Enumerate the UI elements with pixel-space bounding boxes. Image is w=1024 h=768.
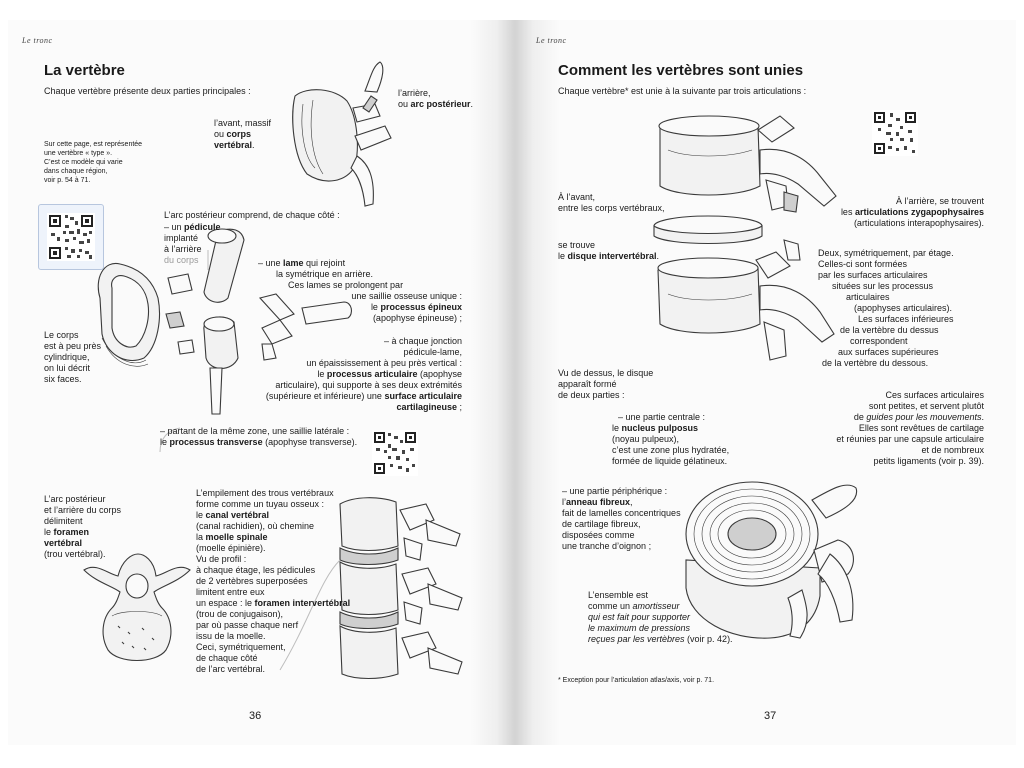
side-note-line: voir p. 54 à 71. (44, 177, 91, 184)
label-avant-corps: À l’avant, entre les corps vertébraux, (558, 192, 665, 213)
text-amortisseur: L’ensemble est comme un amortisseur qui … (588, 590, 733, 644)
qr-code[interactable] (372, 430, 418, 476)
spine-side-view (339, 497, 463, 680)
side-note-line: une vertèbre « type ». (44, 150, 113, 157)
corps-note: Le corps est à peu près cylindrique, on … (44, 330, 101, 385)
zyg-line: situées sur les processus (832, 281, 934, 291)
label-processus-articulaire: – à chaque jonction pédicule-lame, un ép… (265, 336, 462, 412)
book-gutter (470, 20, 560, 745)
vertebra-exploded-illustration (97, 228, 353, 415)
label-articulations-zygapophysaires: À l’arrière, se trouvent les articulatio… (840, 196, 984, 228)
label-lame: – une lame qui rejoint la symétrique en … (258, 258, 404, 290)
qr-code-icon (372, 430, 418, 476)
corps-note-line: Le corps (44, 330, 79, 340)
page-title-right: Comment les vertèbres sont unies (558, 62, 804, 79)
zygapophysaires-description: Deux, symétriquement, par étage. Celles-… (818, 248, 988, 369)
book-spread (8, 20, 1016, 745)
arc-intro: L’arc postérieur comprend, de chaque côt… (164, 210, 340, 220)
vertebra-illustration-top (292, 61, 392, 207)
qr-code-icon (47, 213, 95, 261)
zyg-line: articulaires (846, 292, 890, 302)
text-vu-de-dessus: Vu de dessus, le disque apparaît formé d… (558, 368, 654, 400)
corps-note-line: six faces. (44, 374, 82, 384)
page-number-right: 37 (764, 710, 777, 722)
zyg-line: de la vertèbre du dessous. (822, 358, 929, 368)
vertebrae-joint-illustration (653, 115, 837, 361)
zyg-line: (apophyses articulaires). (854, 303, 953, 313)
side-note-line: C’est ce modèle qui varie (44, 159, 123, 166)
running-head-left: Le tronc (22, 36, 53, 45)
zyg-line: de la vertèbre du dessus (840, 325, 939, 335)
page-number-left: 36 (249, 710, 262, 722)
label-processus-epineux: une saillie osseuse unique : le processu… (351, 291, 462, 323)
zyg-line: par les surfaces articulaires (818, 270, 928, 280)
text-canal-vertebral: L’empilement des trous vertébraux forme … (196, 488, 351, 674)
zyg-line: correspondent (850, 336, 908, 346)
zyg-line: aux surfaces supérieures (838, 347, 939, 357)
intro-right: Chaque vertèbre* est unie à la suivante … (558, 86, 807, 96)
vertebra-top-view (83, 553, 191, 661)
page-title-left: La vertèbre (44, 62, 125, 79)
leader-lines-left (159, 250, 341, 671)
qr-code[interactable] (872, 110, 918, 156)
corps-note-line: est à peu près (44, 341, 102, 351)
label-arc-posterieur: l’arrière, ou arc postérieur. (398, 88, 474, 109)
corps-note-line: on lui décrit (44, 363, 91, 373)
text-surfaces-articulaires: Ces surfaces articulaires sont petites, … (836, 390, 984, 466)
footnote: * Exception pour l’articulation atlas/ax… (558, 677, 715, 684)
corps-note-line: cylindrique, (44, 352, 90, 362)
zyg-line: Les surfaces inférieures (858, 314, 954, 324)
side-note: Sur cette page, est représentée une vert… (44, 140, 142, 185)
label-nucleus-pulposus: – une partie centrale : le nucleus pulpo… (612, 412, 730, 466)
qr-code-icon (872, 110, 918, 156)
zyg-line: Deux, symétriquement, par étage. (818, 248, 954, 258)
label-anneau-fibreux: – une partie périphérique : l’anneau fib… (562, 486, 681, 551)
zyg-line: Celles-ci sont formées (818, 259, 908, 269)
disc-top-view-illustration (685, 481, 858, 639)
intro-left: Chaque vertèbre présente deux parties pr… (44, 86, 251, 96)
side-note-line: Sur cette page, est représentée (44, 141, 143, 148)
side-note-line: dans chaque région, (44, 168, 108, 175)
label-pedicule: – un pédicule implanté à l’arrière du co… (164, 222, 221, 265)
label-foramen-vertebral: L’arc postérieur et l’arrière du corps d… (44, 494, 122, 559)
running-head-right: Le tronc (536, 36, 567, 45)
label-corps-vertebral: l’avant, massif ou corps vertébral. (214, 118, 272, 150)
label-processus-transverse: – partant de la même zone, une saillie l… (160, 426, 358, 447)
label-disque-intervertebral: se trouve le disque intervertébral. (558, 240, 660, 261)
qr-code-framed[interactable] (38, 204, 104, 270)
